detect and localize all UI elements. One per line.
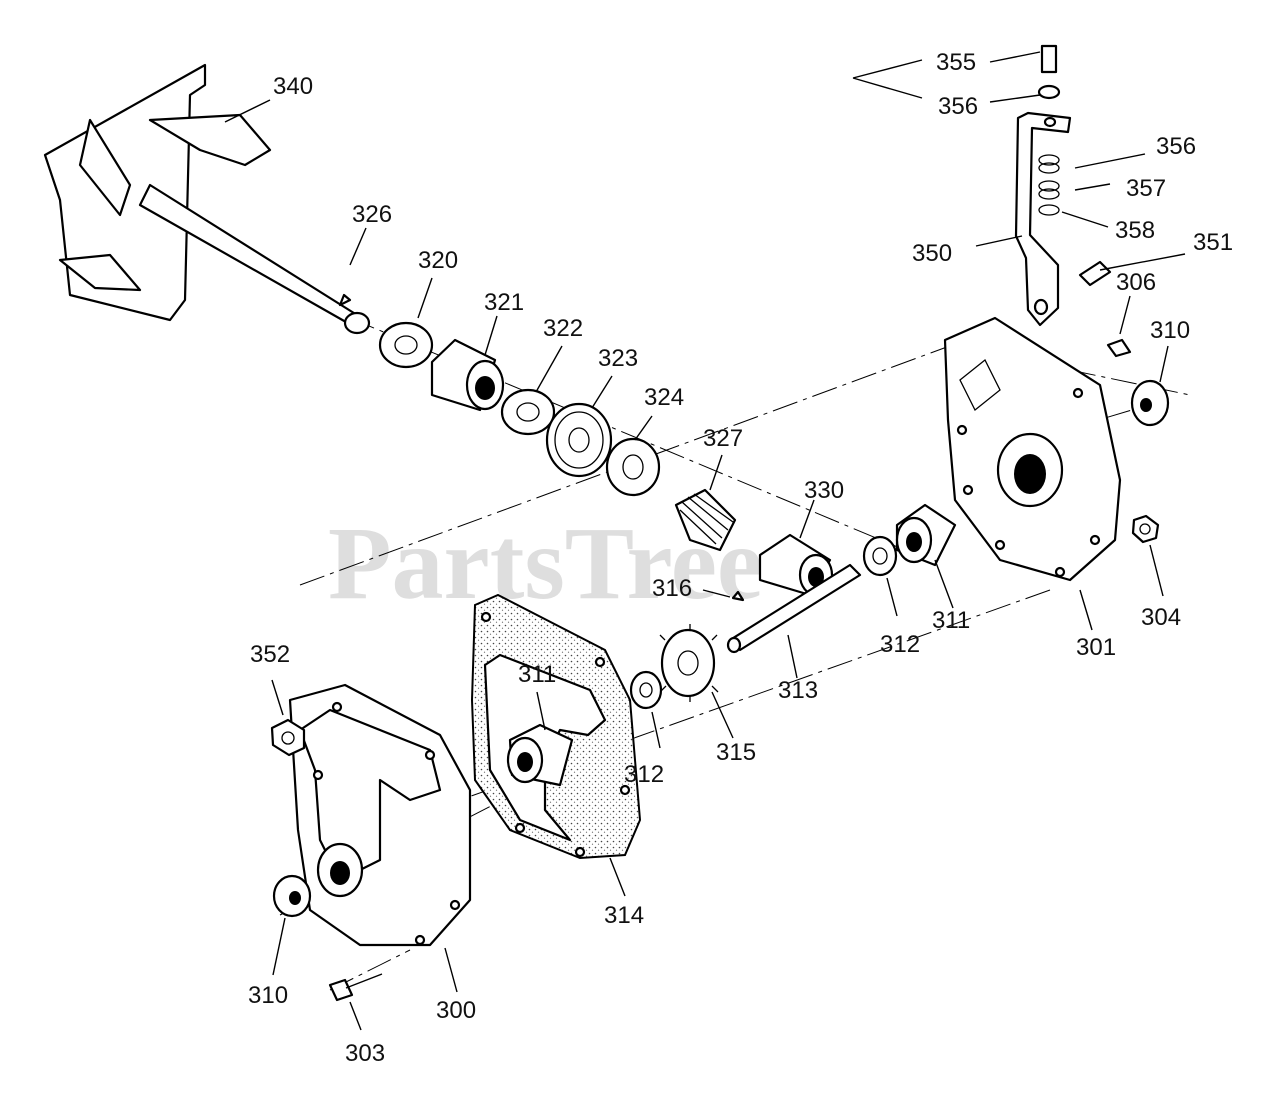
gear-case-300: [288, 683, 472, 947]
washer-312-left: [629, 670, 663, 710]
washer-324: [605, 437, 661, 497]
callout-310-right: 310: [1150, 317, 1190, 344]
callout-311-right: 311: [932, 607, 970, 634]
callout-312-left: 312: [624, 761, 664, 788]
callout-324: 324: [644, 384, 684, 411]
callout-314: 314: [604, 902, 644, 929]
washer-320: [378, 321, 434, 369]
gear-case-301: [943, 316, 1122, 582]
worm-gear-327: [674, 488, 737, 552]
callout-306: 306: [1116, 269, 1156, 296]
sleeve-330: [758, 533, 834, 597]
bearing-310-right: [1130, 379, 1170, 427]
callout-320: 320: [418, 247, 458, 274]
thrust-bearing-323: [545, 402, 613, 478]
callout-356: 356: [1156, 133, 1196, 160]
callout-300: 300: [436, 997, 476, 1024]
callout-326: 326: [352, 201, 392, 228]
callout-301: 301: [1076, 634, 1116, 661]
key-316: [731, 590, 745, 602]
nut-352: [270, 718, 306, 757]
callout-310-left: 310: [248, 982, 288, 1009]
callout-357: 357: [1126, 175, 1166, 202]
bushing-311-left: [506, 723, 574, 787]
callout-352: 352: [250, 641, 290, 668]
callout-323: 323: [598, 345, 638, 372]
callout-315: 315: [716, 739, 756, 766]
callout-311-left: 311: [518, 661, 556, 688]
callout-356-top: 356: [938, 93, 978, 120]
callout-327: 327: [703, 425, 743, 452]
lever-350: [1014, 111, 1072, 327]
bolt-303: [328, 973, 383, 1002]
callout-313: 313: [778, 677, 818, 704]
callout-330: 330: [804, 477, 844, 504]
screw-306: [1106, 338, 1132, 358]
callouts: 355 356 356 357 358 351 350 340 326 320 …: [248, 49, 1233, 1067]
callout-312-right: 312: [880, 631, 920, 658]
callout-351: 351: [1193, 229, 1233, 256]
callout-316: 316: [652, 575, 692, 602]
washer-322: [500, 388, 556, 436]
shaft-313: [726, 563, 862, 654]
callout-322: 322: [543, 315, 583, 342]
callout-340: 340: [273, 73, 313, 100]
gear-315: [659, 624, 719, 702]
leader-lines: [224, 51, 1186, 1031]
bearing-321: [430, 338, 505, 412]
callout-321: 321: [484, 289, 524, 316]
spring-parts-355-358: [1037, 44, 1112, 287]
gasket-314: [470, 593, 642, 860]
bushing-311-right: [895, 503, 957, 567]
callout-355: 355: [936, 49, 976, 76]
impeller-assembly: [43, 63, 371, 335]
callout-358: 358: [1115, 217, 1155, 244]
callout-350: 350: [912, 240, 952, 267]
washer-312-right: [862, 535, 898, 577]
callout-304: 304: [1141, 604, 1181, 631]
nut-304: [1131, 514, 1160, 544]
bearing-310-left: [272, 874, 312, 918]
callout-303: 303: [345, 1040, 385, 1067]
